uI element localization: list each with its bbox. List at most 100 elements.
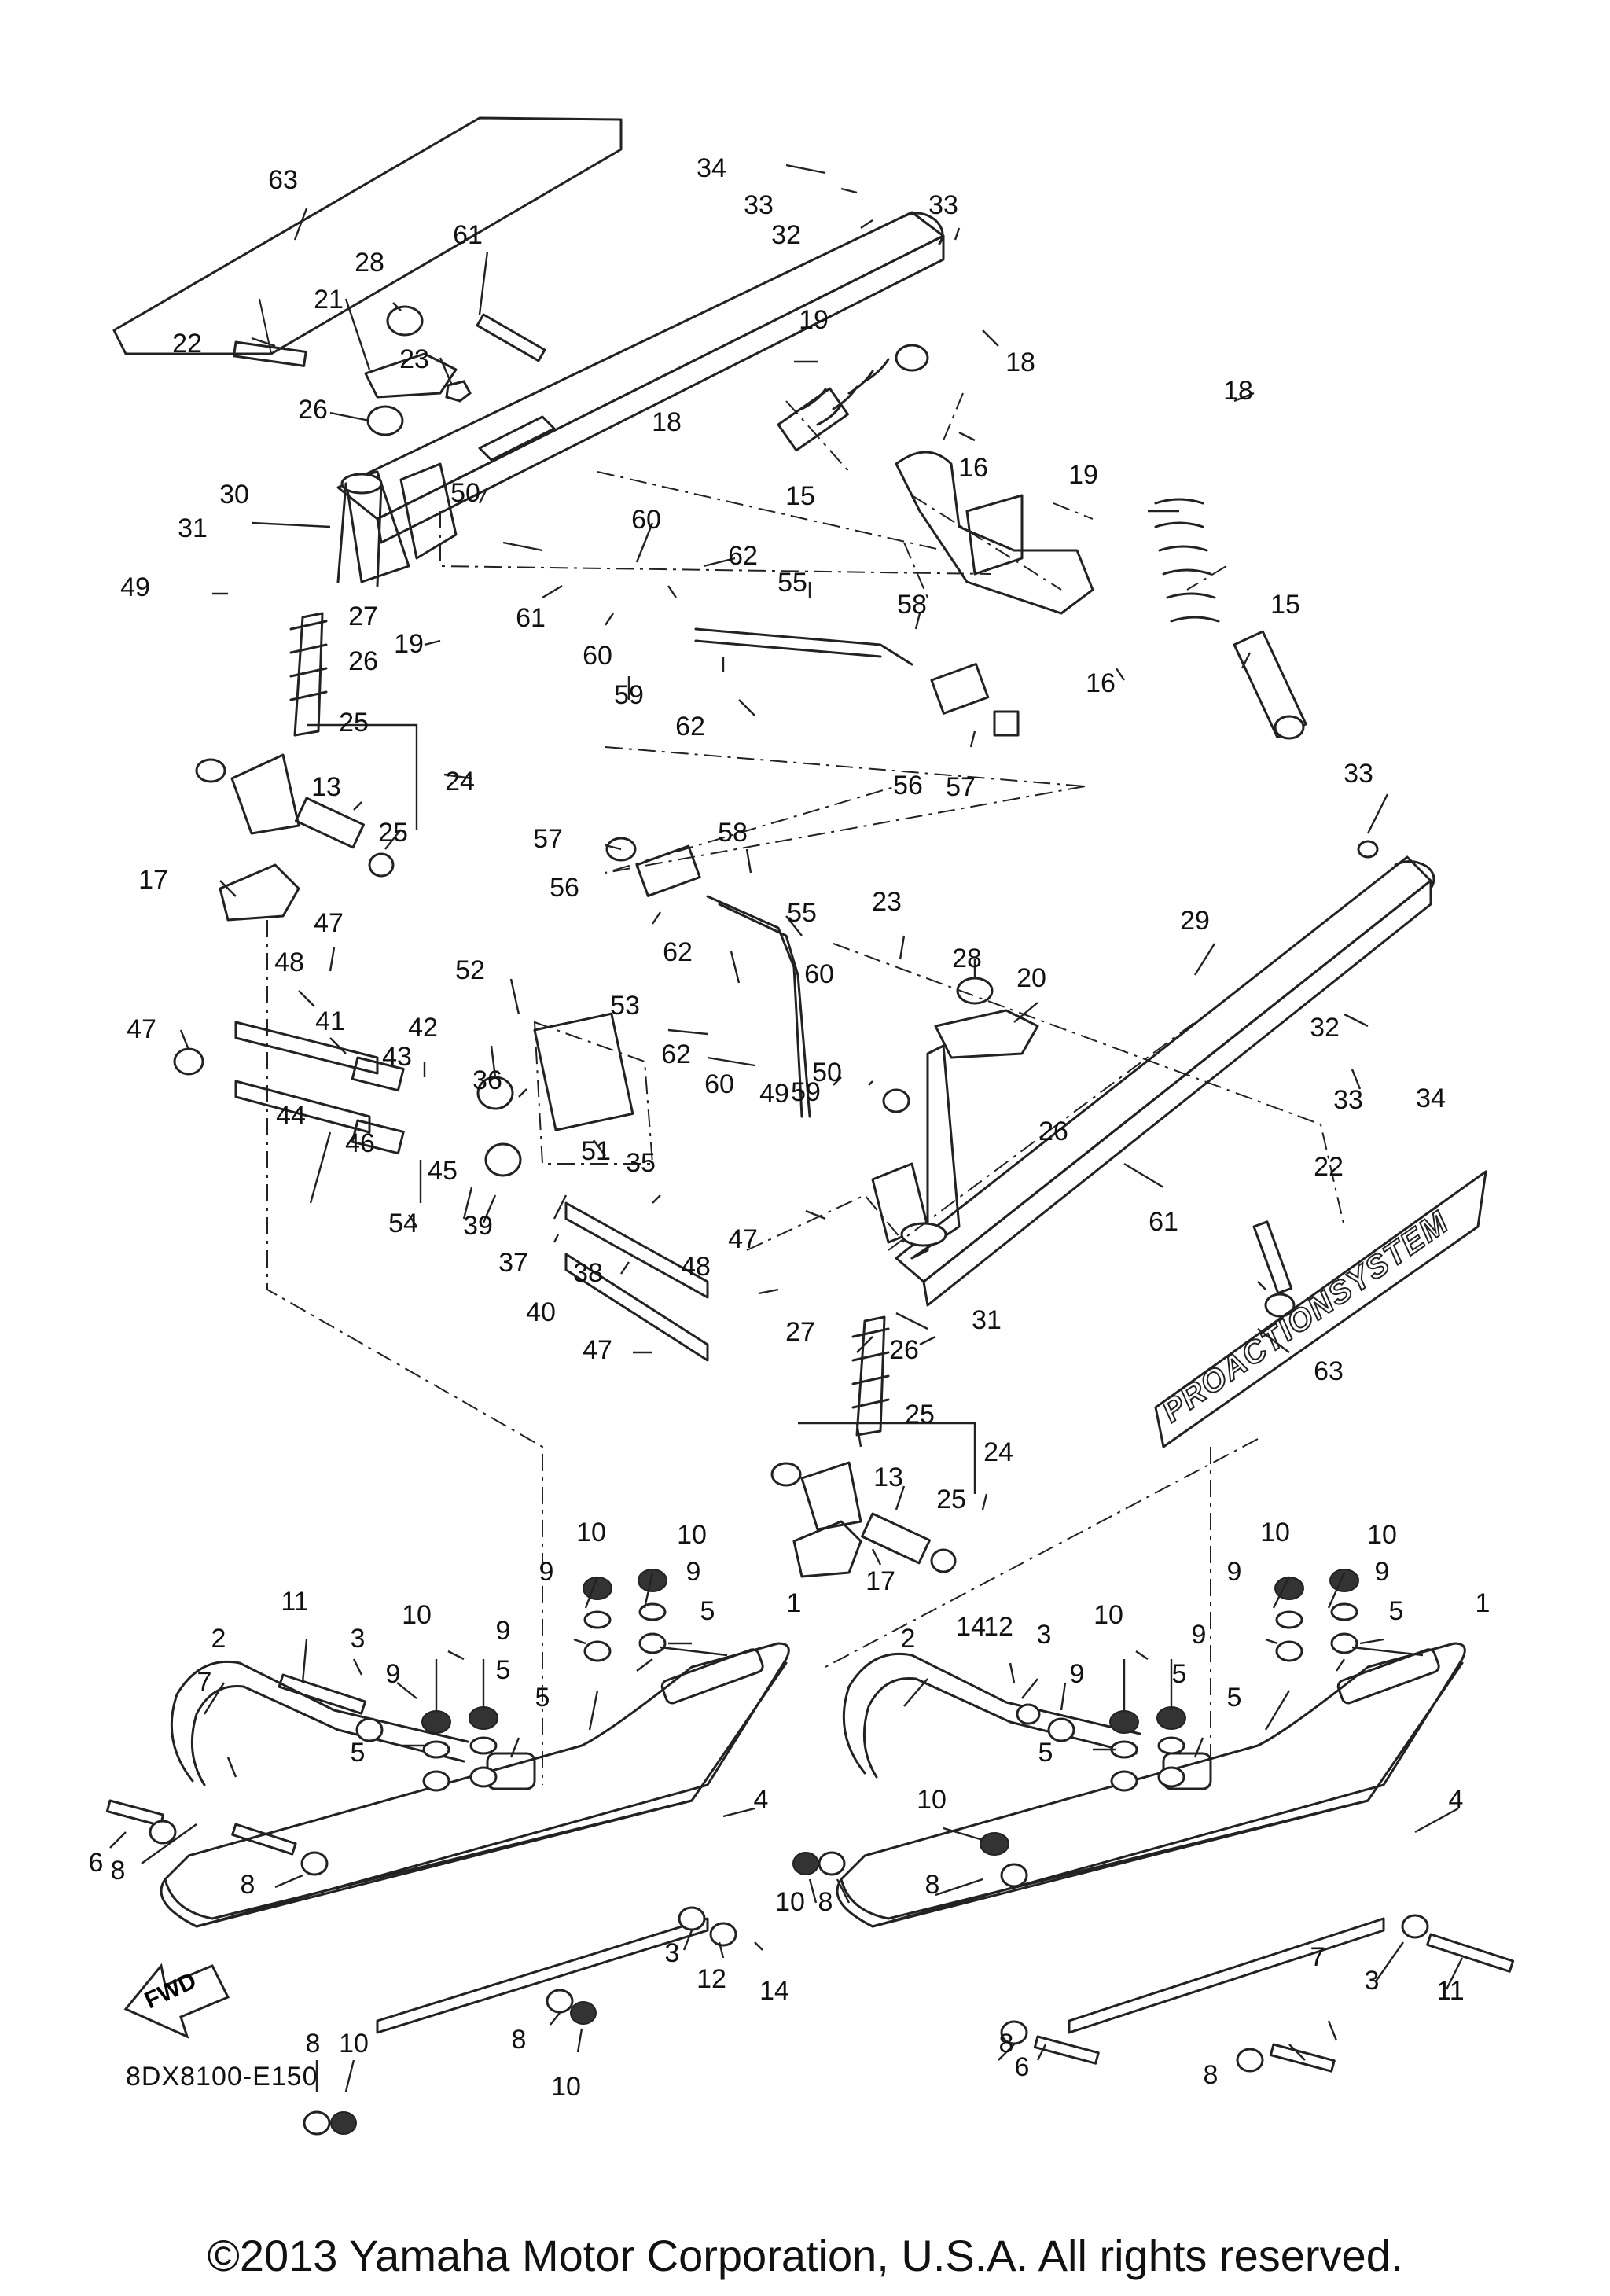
callout-63: 63 xyxy=(1314,1356,1344,1386)
callout-33: 33 xyxy=(744,190,774,220)
callout-62: 62 xyxy=(661,1039,691,1069)
callout-52: 52 xyxy=(455,955,485,985)
callout-10: 10 xyxy=(576,1518,606,1547)
callout-43: 43 xyxy=(382,1042,412,1072)
callout-18: 18 xyxy=(652,407,682,437)
ski-hardware-left xyxy=(105,1569,846,2136)
callout-4: 4 xyxy=(754,1785,769,1815)
callout-26: 26 xyxy=(889,1335,919,1365)
callout-62: 62 xyxy=(675,712,705,741)
callout-24: 24 xyxy=(445,767,475,797)
callout-17: 17 xyxy=(138,865,168,895)
callout-10: 10 xyxy=(775,1887,805,1917)
callout-36: 36 xyxy=(472,1065,502,1095)
callout-10: 10 xyxy=(402,1600,432,1630)
callout-14: 14 xyxy=(956,1612,986,1642)
callout-10: 10 xyxy=(1367,1520,1397,1550)
callout-6: 6 xyxy=(1015,2052,1030,2082)
callout-41: 41 xyxy=(315,1006,345,1036)
callout-14: 14 xyxy=(759,1976,789,2006)
callout-58: 58 xyxy=(718,818,748,848)
callout-21: 21 xyxy=(314,285,344,315)
callout-29: 29 xyxy=(1180,906,1210,936)
decal-panel-right: PROACTIONSYSTEM xyxy=(1154,1170,1487,1448)
callout-9: 9 xyxy=(1227,1557,1242,1587)
fwd-arrow-icon: FWD xyxy=(123,1963,230,2039)
spindle-assembly-right xyxy=(770,1315,957,1578)
callout-16: 16 xyxy=(1086,668,1116,698)
callout-10: 10 xyxy=(1094,1600,1123,1630)
callout-13: 13 xyxy=(311,772,341,802)
callout-60: 60 xyxy=(704,1069,734,1099)
callout-8: 8 xyxy=(306,2029,321,2059)
callout-44: 44 xyxy=(276,1101,306,1131)
figure-code: 8DX8100-E150 xyxy=(126,2062,318,2092)
callout-9: 9 xyxy=(1375,1557,1390,1587)
callout-3: 3 xyxy=(665,1938,680,1968)
callout-32: 32 xyxy=(1310,1013,1340,1043)
callout-63: 63 xyxy=(268,165,298,195)
chassis-mount-plate xyxy=(533,1012,654,1165)
callout-55: 55 xyxy=(787,898,817,928)
callout-12: 12 xyxy=(983,1612,1013,1642)
callout-13: 13 xyxy=(873,1463,903,1492)
callout-49: 49 xyxy=(120,572,150,602)
spindle-bracket-right xyxy=(871,1044,961,1260)
mount-bracket-upper xyxy=(895,451,1094,615)
callout-31: 31 xyxy=(178,513,208,543)
callout-19: 19 xyxy=(1068,460,1098,490)
callout-8: 8 xyxy=(925,1870,940,1900)
callout-23: 23 xyxy=(872,887,902,917)
spindle-assembly-left xyxy=(195,612,395,922)
callout-12: 12 xyxy=(697,1964,726,1994)
callout-23: 23 xyxy=(399,344,429,374)
callout-16: 16 xyxy=(958,453,988,483)
callout-56: 56 xyxy=(550,873,579,903)
ski-left xyxy=(160,1642,790,2034)
callout-28: 28 xyxy=(952,944,982,973)
callout-18: 18 xyxy=(1223,376,1253,406)
callout-30: 30 xyxy=(219,480,249,510)
callout-25: 25 xyxy=(905,1400,935,1429)
callout-1: 1 xyxy=(1476,1588,1491,1618)
callout-57: 57 xyxy=(946,772,976,802)
callout-59: 59 xyxy=(791,1077,821,1107)
decal-text: PROACTIONSYSTEM xyxy=(1156,1205,1455,1429)
callout-24: 24 xyxy=(983,1437,1013,1467)
callout-9: 9 xyxy=(386,1659,401,1689)
callout-11: 11 xyxy=(1436,1976,1464,2006)
callout-50: 50 xyxy=(450,478,480,508)
callout-8: 8 xyxy=(512,2025,527,2055)
callout-25: 25 xyxy=(339,708,369,738)
callout-31: 31 xyxy=(972,1305,1002,1335)
callout-48: 48 xyxy=(681,1252,711,1282)
callout-49: 49 xyxy=(759,1079,789,1109)
callout-47: 47 xyxy=(314,908,344,938)
callout-15: 15 xyxy=(1270,590,1300,620)
callout-33: 33 xyxy=(928,190,958,220)
callout-42: 42 xyxy=(408,1013,438,1043)
callout-26: 26 xyxy=(348,646,378,676)
callout-8: 8 xyxy=(111,1856,126,1886)
callout-5: 5 xyxy=(535,1683,550,1713)
ski-hardware-right xyxy=(980,1569,1515,2073)
callout-9: 9 xyxy=(1070,1659,1085,1689)
shock-absorber-upper-left xyxy=(777,344,929,452)
callout-9: 9 xyxy=(1192,1620,1207,1650)
callout-59: 59 xyxy=(614,680,644,710)
callout-46: 46 xyxy=(345,1128,375,1158)
callout-2: 2 xyxy=(211,1624,226,1654)
callout-18: 18 xyxy=(1005,348,1035,377)
callout-22: 22 xyxy=(172,329,202,359)
callout-32: 32 xyxy=(771,220,801,250)
callout-8: 8 xyxy=(1204,2060,1219,2090)
callout-10: 10 xyxy=(339,2029,369,2059)
callout-20: 20 xyxy=(1016,963,1046,993)
callout-34: 34 xyxy=(1416,1084,1446,1113)
callout-33: 33 xyxy=(1344,759,1373,789)
callout-60: 60 xyxy=(583,641,612,671)
spindle-bracket-left xyxy=(336,462,458,587)
callout-61: 61 xyxy=(1149,1207,1178,1237)
shock-absorber-upper-right xyxy=(1154,498,1307,740)
